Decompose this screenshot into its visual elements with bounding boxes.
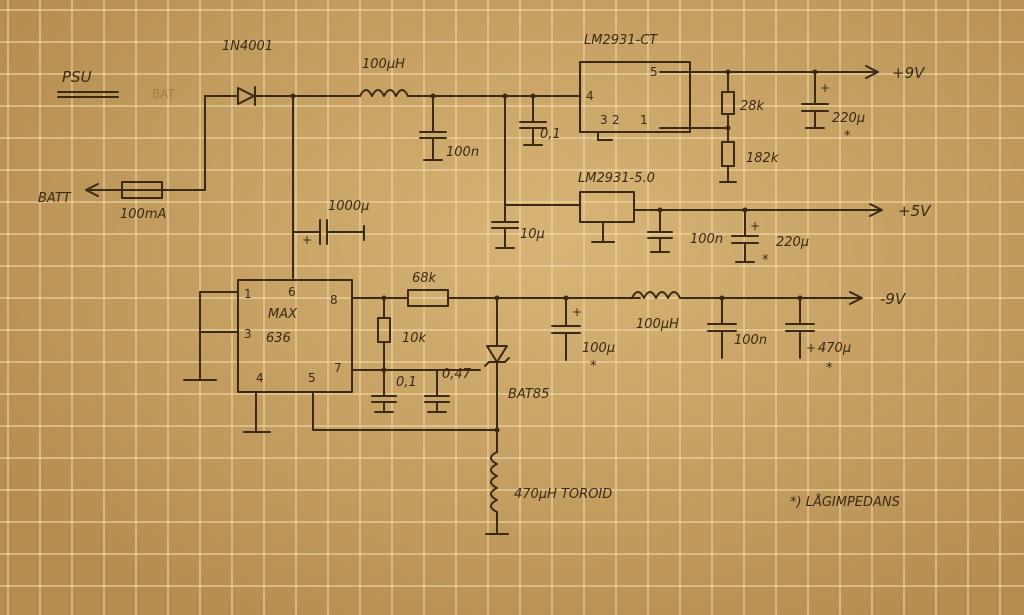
capacitor-220u-5v (731, 209, 759, 263)
ic-name-1: MAX (268, 307, 298, 322)
resistor-28k-label: 28k (740, 99, 765, 114)
ic-pin5: 5 (308, 371, 316, 385)
pos9-arrow (865, 65, 879, 79)
top-input-rail (204, 86, 581, 191)
title-text: PSU (62, 68, 92, 86)
capacitor-100n-label: 100n (446, 145, 479, 160)
capacitor-220u-9v-label: 220μ (832, 111, 865, 126)
low-esr-marker-470u: * (826, 361, 833, 376)
ic-pin8: 8 (330, 293, 338, 307)
neg9-arrow (849, 291, 863, 305)
reg9-pin5: 5 (650, 65, 658, 79)
capacitor-220u-9v (801, 71, 829, 129)
low-esr-marker-100u: * (590, 359, 597, 374)
capacitor-470u (785, 297, 815, 359)
resistor-182k (721, 141, 735, 167)
capacitor-220u-5v-label: 220μ (776, 235, 809, 250)
capacitor-470u-label: 470μ (818, 341, 851, 356)
capacitor-100n-5v-label: 100n (690, 232, 723, 247)
capacitor-0-1-b (371, 369, 397, 413)
capacitor-0-1-a-label: 0,1 (540, 127, 561, 142)
neg9-label: -9V (880, 290, 907, 308)
ic-pin1-wire (199, 291, 239, 381)
capacitor-10u (491, 221, 519, 249)
capacitor-100u-neg (551, 297, 581, 361)
capacitor-0-47-label: 0,47 (442, 367, 472, 382)
ic-pin1: 1 (244, 287, 252, 301)
reg9-pin4: 4 (586, 89, 594, 103)
resistor-10k-label: 10k (402, 331, 427, 346)
ic-pin5-wire (312, 391, 498, 431)
capacitor-1000u-label: 1000μ (328, 199, 369, 214)
max636-ic-body (237, 279, 353, 393)
diode-d1-label: 1N4001 (222, 39, 273, 54)
capacitor-0-47 (424, 369, 450, 413)
inductor-l2-label: 100μH (636, 317, 679, 332)
inductor-l1-label: 100μH (362, 57, 405, 72)
capacitor-100n (419, 95, 447, 161)
ic-pin7: 7 (334, 361, 342, 375)
capacitor-100n-neg-label: 100n (734, 333, 767, 348)
pos5-arrow (869, 203, 883, 217)
pos5-label: +5V (898, 202, 932, 220)
capacitor-10u-label: 10μ (520, 227, 545, 242)
capacitor-0-1-a (519, 95, 547, 146)
ic-pin6: 6 (288, 285, 296, 299)
diode-d1-symbol (237, 87, 255, 105)
ic-pin3: 3 (244, 327, 252, 341)
fuse-label: 100mA (120, 207, 166, 222)
diode-bat85-label: BAT85 (508, 387, 549, 402)
reg9-pin1: 1 (640, 113, 648, 127)
reg9-pin2: 2 (612, 113, 620, 127)
plus-marker-470u: + (806, 341, 816, 355)
ic-name-2: 636 (266, 331, 291, 346)
pos9-label: +9V (892, 64, 926, 82)
inductor-l3-symbol (490, 451, 498, 513)
battery-arrow (85, 183, 99, 197)
resistor-182k-label: 182k (746, 151, 779, 166)
capacitor-100n-5v (647, 209, 673, 253)
low-esr-marker-5v: * (762, 253, 769, 268)
diode-bat85-symbol (486, 345, 508, 363)
capacitor-0-1-b-label: 0,1 (396, 375, 417, 390)
low-esr-marker-9v: * (844, 129, 851, 144)
plus-marker-1000u: + (302, 233, 312, 247)
plus-marker-100u: + (572, 305, 582, 319)
inductor-l2-symbol (631, 291, 681, 299)
fuse-body (121, 181, 163, 199)
reg9-pin3: 3 (600, 113, 608, 127)
regulator-5v-body (579, 191, 635, 223)
battery-label: BATT (38, 191, 72, 206)
regulator-9v-label: LM2931-CT (584, 33, 658, 48)
regulator-5v-label: LM2931-5.0 (578, 171, 655, 186)
plus-marker-220u-5v: + (750, 219, 760, 233)
resistor-28k (721, 91, 735, 115)
footnote-low-impedance: *) LÅGIMPEDANS (790, 494, 900, 510)
faint-erased-text: BAT (152, 87, 176, 101)
plus-marker-220u-9v: + (820, 81, 830, 95)
capacitor-100n-neg (707, 297, 737, 359)
inductor-l1-symbol (359, 89, 409, 97)
reg9-ground (597, 131, 613, 141)
regulator-9v-body (579, 61, 691, 133)
ic-pin4: 4 (256, 371, 264, 385)
resistor-68k-label: 68k (412, 271, 437, 286)
inductor-l3-label: 470μH TOROID (514, 487, 612, 502)
capacitor-1000u (319, 219, 365, 245)
capacitor-100u-neg-label: 100μ (582, 341, 615, 356)
